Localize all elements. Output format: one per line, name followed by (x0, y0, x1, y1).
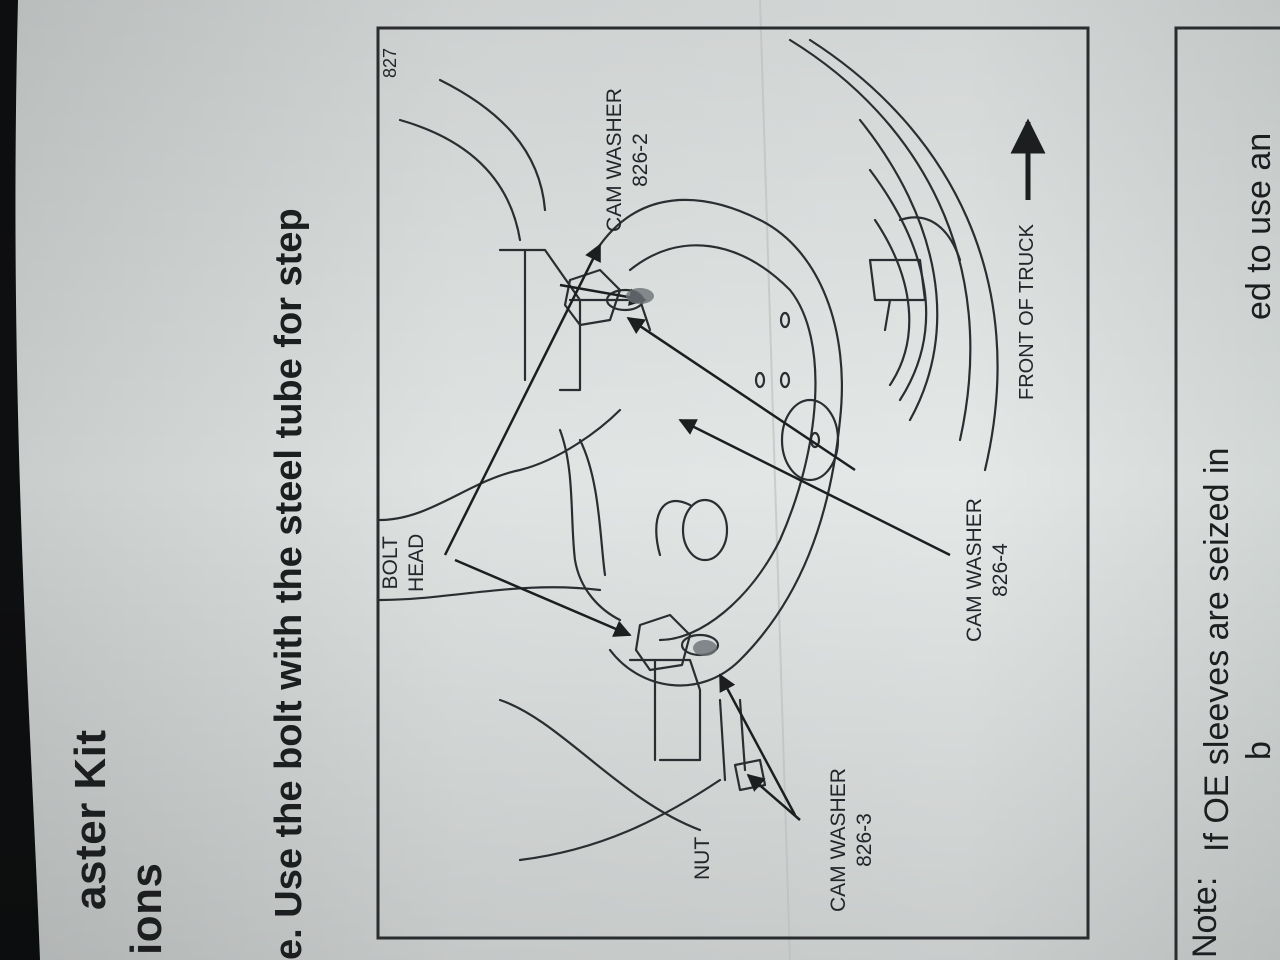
note-line-2: ed to use an (1240, 132, 1278, 320)
label-cam-washer-826-3-line1: CAM WASHER (827, 768, 850, 912)
label-cam-washer-826-4: CAM WASHER 826-4 (962, 498, 1014, 642)
note-line-3: b (1240, 741, 1278, 760)
label-cam-washer-826-3-line2: 826-3 (853, 813, 876, 867)
note-box (1174, 26, 1280, 960)
label-cam-washer-826-2: CAM WASHER 826-2 (602, 88, 654, 232)
heading-line-2: ions (122, 862, 171, 955)
diagram-arrows (443, 243, 951, 821)
label-cam-washer-826-2-line1: CAM WASHER (603, 88, 626, 232)
label-bolt-head-line1: BOLT (379, 536, 402, 590)
figure-number: 827 (380, 47, 400, 78)
control-arm-diagram (378, 38, 999, 862)
heading-line-1: aster Kit (66, 729, 115, 910)
label-cam-washer-826-2-line2: 826-2 (629, 133, 652, 187)
label-nut: NUT (691, 836, 714, 880)
note-line-1: If OE sleeves are seized in (1198, 447, 1236, 852)
label-cam-washer-826-4-line1: CAM WASHER (963, 498, 986, 642)
label-cam-washer-826-3: CAM WASHER 826-3 (826, 768, 878, 912)
step-instruction: e. Use the bolt with the steel tube for … (268, 208, 310, 960)
note-label: Note: (1186, 876, 1224, 958)
label-bolt-head: BOLT HEAD (378, 534, 430, 592)
label-bolt-head-line2: HEAD (405, 533, 428, 592)
label-cam-washer-826-4-line2: 826-4 (989, 543, 1012, 597)
figure-frame (376, 26, 1090, 940)
label-front-of-truck: FRONT OF TRUCK (1016, 224, 1038, 400)
